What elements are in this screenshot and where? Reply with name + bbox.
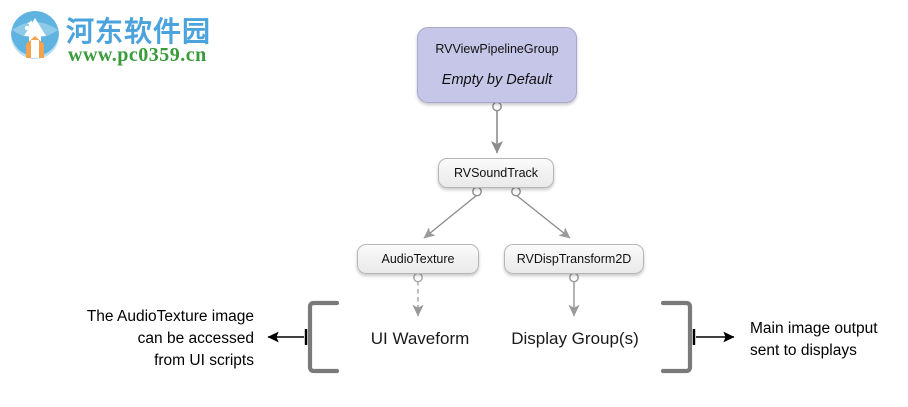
right-annotation-text: Main image output sent to displays	[750, 318, 900, 362]
leaf-label-display-groups: Display Group(s)	[511, 329, 639, 348]
right-annotation-line-2: sent to displays	[750, 342, 857, 359]
watermark: 河东软件园 www.pc0359.cn	[4, 4, 236, 72]
node-audiotexture[interactable]: AudioTexture	[357, 244, 479, 274]
node-audiotexture-title: AudioTexture	[381, 251, 455, 266]
node-rvsoundtrack[interactable]: RVSoundTrack	[438, 158, 554, 188]
watermark-chinese-text: 河东软件园	[66, 15, 212, 48]
left-bracket	[307, 300, 340, 374]
leaf-label-ui-waveform: UI Waveform	[370, 329, 470, 348]
connector-viewpipeline-to-soundtrack	[491, 101, 503, 154]
left-annotation-line-3: from UI scripts	[154, 352, 254, 369]
rocket-globe-logo-icon	[11, 11, 59, 64]
connector-audiotexture-to-ui-waveform	[412, 272, 424, 317]
left-annotation-arrow	[267, 329, 308, 345]
node-rvviewpipelinegroup-title: RVViewPipelineGroup	[435, 41, 559, 56]
node-rvviewpipelinegroup-subtitle: Empty by Default	[441, 71, 553, 88]
connector-soundtrack-to-audiotexture	[423, 186, 482, 239]
left-annotation-line-1: The AudioTexture image	[86, 308, 254, 325]
node-rvdisptransform2d[interactable]: RVDispTransform2D	[504, 244, 644, 274]
right-bracket	[660, 300, 693, 374]
right-annotation-arrow	[692, 329, 735, 345]
node-rvdisptransform2d-title: RVDispTransform2D	[516, 251, 632, 266]
left-annotation-text: The AudioTexture image can be accessed f…	[36, 306, 254, 372]
left-annotation-line-2: can be accessed	[137, 330, 254, 347]
right-annotation-line-1: Main image output	[750, 320, 878, 337]
node-rvsoundtrack-title: RVSoundTrack	[453, 165, 539, 180]
watermark-url-text: www.pc0359.cn	[68, 44, 207, 66]
connector-dispxform-to-display-groups	[568, 272, 580, 317]
connector-soundtrack-to-dispxform	[511, 186, 571, 239]
node-rvviewpipelinegroup[interactable]: RVViewPipelineGroup Empty by Default	[417, 27, 577, 103]
